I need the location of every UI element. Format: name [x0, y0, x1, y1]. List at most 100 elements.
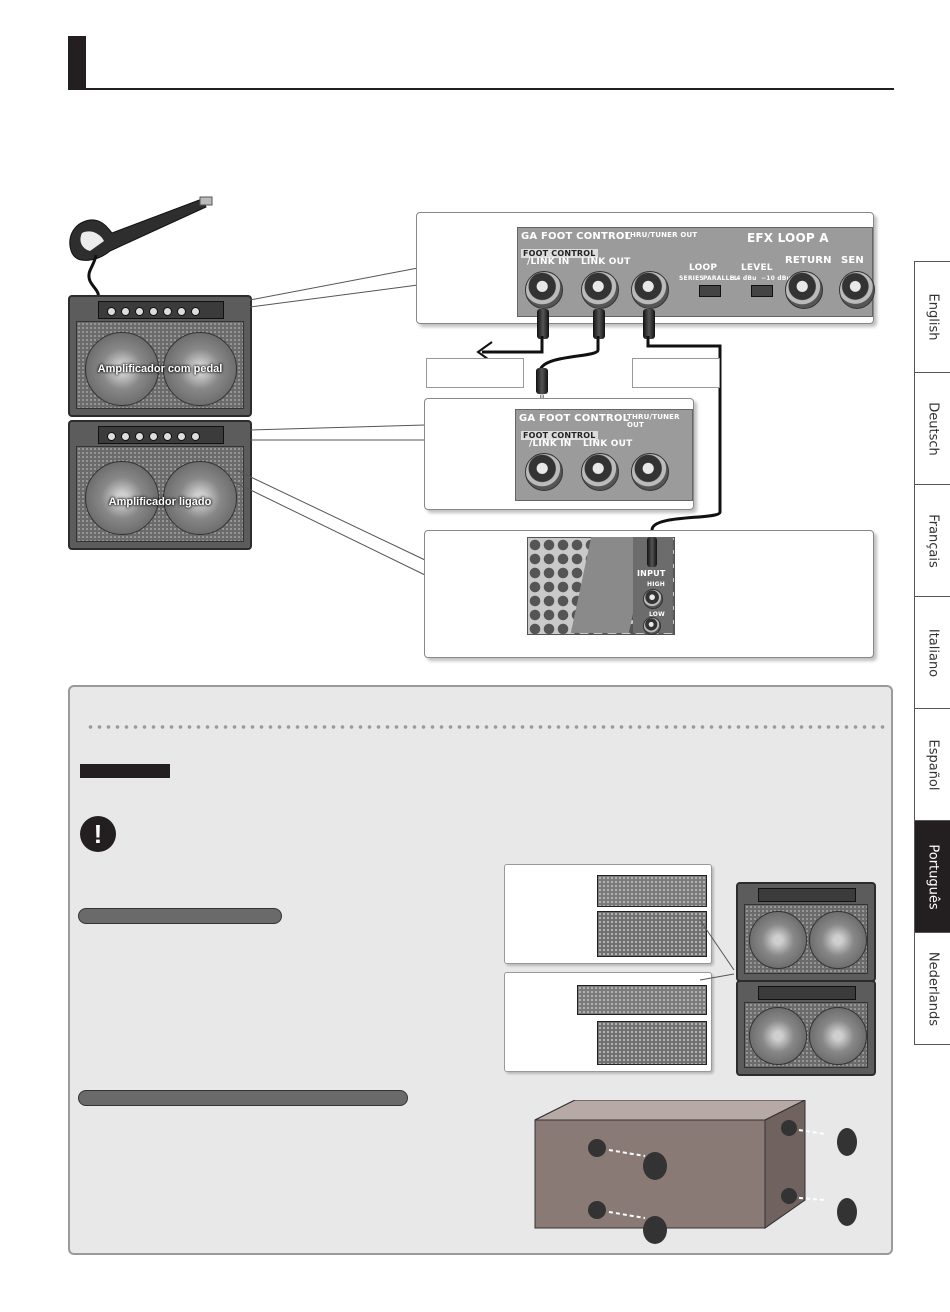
plug-input [647, 537, 657, 567]
amp-grille: Amplificador com pedal [76, 321, 244, 409]
high-label: HIGH [647, 581, 666, 588]
speaker [163, 461, 237, 535]
amp-knob [107, 432, 116, 441]
top-jack-panel: GA FOOT CONTROL FOOT CONTROL /LINK IN LI… [416, 212, 875, 339]
amp-grille: Amplificador ligado [76, 446, 244, 542]
level-label: LEVEL [741, 263, 773, 273]
tab-portugues[interactable]: Português [914, 821, 950, 933]
subheading-pill-1 [78, 908, 282, 924]
tab-espanol[interactable]: Español [914, 709, 950, 821]
stacked-amp-top [736, 882, 876, 982]
tab-italiano[interactable]: Italiano [914, 597, 950, 709]
link-in-jack[interactable] [525, 453, 563, 491]
speaker [85, 461, 159, 535]
link-in-jack[interactable] [525, 271, 563, 309]
foot-control-label: FOOT CONTROL [521, 431, 598, 440]
plug-link-in [537, 309, 549, 339]
thru-tuner-label: THRU/TUNER OUT [627, 413, 680, 429]
link-out-label: LINK OUT [583, 439, 633, 449]
input-high-jack[interactable] [643, 589, 663, 609]
series-label: SERIES [679, 275, 704, 282]
input-label: INPUT [637, 569, 666, 578]
tab-label: Português [925, 843, 940, 910]
cabinet-edge [597, 1021, 707, 1065]
amp-knob [177, 432, 186, 441]
amp-knob [135, 307, 144, 316]
amp-knob [191, 432, 200, 441]
tab-english[interactable]: English [914, 261, 950, 373]
tab-francais[interactable]: Français [914, 485, 950, 597]
thru-tuner-jack[interactable] [631, 271, 669, 309]
cabinet-edge [577, 985, 707, 1015]
link-in-label: /LINK IN [529, 439, 572, 449]
amp-control-panel [98, 426, 224, 444]
speaker [809, 911, 867, 969]
loop-label: LOOP [689, 263, 718, 273]
amp-control-panel [98, 301, 224, 319]
low-label: LOW [649, 611, 665, 618]
tab-nederlands[interactable]: Nederlands [914, 933, 950, 1045]
heading-label-bar [80, 764, 170, 778]
amp-knob [163, 307, 172, 316]
ga-foot-title: GA FOOT CONTROL [521, 231, 632, 242]
amp-bottom: Amplificador ligado [68, 420, 252, 550]
amp-knob [149, 307, 158, 316]
tab-label: Nederlands [925, 951, 940, 1026]
subheading-pill-2 [78, 1090, 408, 1106]
return-jack[interactable] [785, 271, 823, 309]
link-out-jack[interactable] [581, 271, 619, 309]
plug-mid-link-in [536, 368, 548, 394]
stack-detail-panel-2 [504, 972, 712, 1072]
guitar-illustration [69, 196, 213, 300]
amp-knob [107, 307, 116, 316]
callout-right [632, 358, 720, 388]
parallel-label: PARALLEL [703, 275, 738, 282]
speaker [809, 1007, 867, 1065]
amp-grille [744, 1002, 868, 1068]
header-block [68, 36, 86, 89]
cabinet-edge [597, 875, 707, 907]
speaker [163, 332, 237, 406]
send-jack[interactable] [839, 271, 875, 309]
stack-detail-panel-1 [504, 864, 712, 964]
amp-knob [121, 432, 130, 441]
link-out-jack[interactable] [581, 453, 619, 491]
input-jack-panel: INPUT HIGH LOW [424, 530, 874, 658]
send-label: SEN [841, 255, 865, 266]
ga-foot-title: GA FOOT CONTROL [519, 413, 630, 424]
stack-leader-lines [700, 919, 735, 981]
stacked-amp-bottom [736, 980, 876, 1076]
amp-knob [135, 432, 144, 441]
input-low-jack[interactable] [643, 617, 661, 635]
link-out-label: LINK OUT [581, 257, 631, 267]
amp-knob [149, 432, 158, 441]
speaker [749, 911, 807, 969]
tab-label: Español [925, 738, 940, 791]
caster-diagram [534, 1100, 857, 1244]
exclamation-icon: ! [80, 816, 116, 852]
amp-control-panel [758, 986, 856, 1000]
amp-bottom-label: Amplificador ligado [108, 496, 212, 508]
return-label: RETURN [785, 255, 832, 266]
efx-loop-title: EFX LOOP A [747, 231, 829, 245]
amp-knob [177, 307, 186, 316]
amp-knob [191, 307, 200, 316]
level-switch[interactable] [751, 285, 773, 297]
callout-left [426, 358, 524, 388]
leader-lines [229, 267, 426, 576]
amp-control-panel [758, 888, 856, 902]
speaker [749, 1007, 807, 1065]
thru-tuner-jack[interactable] [631, 453, 669, 491]
thru-tuner-label: THRU/TUNER OUT [625, 231, 698, 239]
foot-control-label: FOOT CONTROL [521, 249, 598, 258]
level-low-label: −10 dBu [761, 275, 792, 282]
amp-top: Amplificador com pedal [68, 295, 252, 417]
plug-link-out [593, 309, 605, 339]
tab-deutsch[interactable]: Deutsch [914, 373, 950, 485]
cabinet-edge [597, 911, 707, 957]
cables [476, 336, 722, 531]
header-rule [68, 88, 894, 90]
loop-switch[interactable] [699, 285, 721, 297]
dotted-divider [86, 724, 886, 730]
amp-knob [163, 432, 172, 441]
